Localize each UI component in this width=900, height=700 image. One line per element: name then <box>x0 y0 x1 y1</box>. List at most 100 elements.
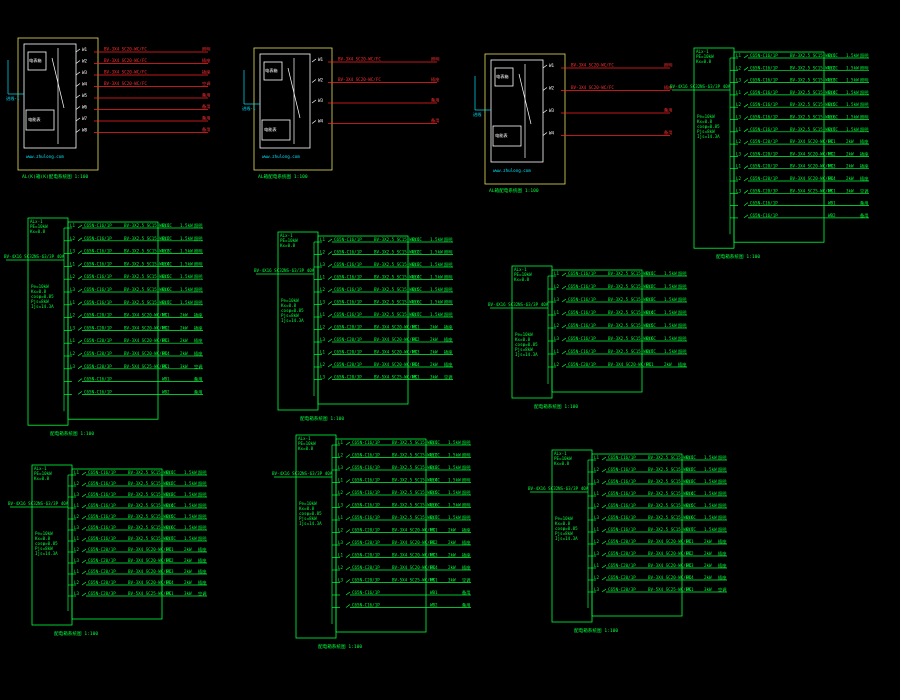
circuit-use: 插座 <box>202 69 210 76</box>
breaker-symbol <box>77 224 83 229</box>
phase-label: L1 <box>554 349 560 354</box>
panel-header-text: Kx=0.8 <box>34 476 50 481</box>
breaker-symbol <box>743 214 749 219</box>
breaker-symbol <box>77 378 83 382</box>
circuit-table-rect <box>67 221 159 420</box>
circuit-tag: W4 <box>82 82 88 87</box>
panel-header-text: PE=10kW <box>514 272 532 277</box>
breaker-model: C65N-C16/1P <box>334 300 362 305</box>
phase-label: L2 <box>338 490 344 495</box>
circuit-id: WL6 <box>162 287 170 292</box>
circuit-id: WL7 <box>646 349 654 354</box>
cable-spec: BV-3X2.5 SC15-WC/CC <box>608 310 656 315</box>
circuit-use: 插座 <box>678 361 686 368</box>
load-value: 1.5kW <box>180 261 193 266</box>
circuit-id: WK1 <box>828 188 836 193</box>
circuit-use: 照明 <box>194 287 202 293</box>
load-value: 3kW <box>448 578 456 583</box>
circuit-id: WL1 <box>166 470 174 475</box>
load-calc-note: Pjs=8kW <box>31 299 49 304</box>
circuit-use: 照明 <box>718 479 726 485</box>
circuit-id: WK1 <box>686 587 694 592</box>
phase-label: L2 <box>594 575 600 580</box>
load-value: 2kW <box>664 362 672 367</box>
circuit-use: 照明 <box>444 275 452 281</box>
circuit-tag: W4 <box>549 131 555 136</box>
phase-label: L3 <box>594 587 600 592</box>
load-calc-note: cosφ=0.85 <box>515 342 538 347</box>
circuit-id: WB2 <box>828 213 836 218</box>
breaker-symbol <box>345 541 351 546</box>
circuit-id: WL2 <box>412 250 420 255</box>
cable-spec: BV-3X4 SC20-WC/FC <box>124 338 167 343</box>
circuit-id: WL5 <box>412 287 420 292</box>
circuit-use: 照明 <box>462 503 470 509</box>
outer-frame-rect <box>253 47 333 171</box>
meter-reading-rect <box>25 109 55 131</box>
main-breaker-label: NS-63/3P 40A <box>38 501 69 506</box>
cable-spec: BV-3X4 SC20-WC/FC <box>128 558 171 563</box>
circuit-id: WB1 <box>828 201 836 206</box>
breaker-symbol <box>81 471 87 476</box>
panel-header-text: PE=10kW <box>30 224 48 229</box>
load-value: 1.5kW <box>430 262 443 267</box>
cable-spec: BV-3X4 SC20-WC/FC <box>338 77 381 82</box>
circuit-use: 照明 <box>462 465 470 471</box>
load-calc-note: cosφ=0.85 <box>35 541 58 546</box>
phase-label: L3 <box>320 300 326 305</box>
cable-spec: BV-3X4 SC20-WC/FC <box>104 70 147 75</box>
phase-label: L1 <box>338 515 344 520</box>
breaker-model: C65N-C16/1P <box>750 90 778 95</box>
circuit-id: WL4 <box>686 491 694 496</box>
circuit-id: WL3 <box>686 479 694 484</box>
breaker-model: C65N-C16/1P <box>608 527 636 532</box>
breaker-symbol <box>75 106 81 110</box>
breaker-model: C65N-C16/1P <box>568 284 596 289</box>
breaker-symbol <box>743 79 749 83</box>
main-breaker-label: NS-63/3P 40A <box>700 84 731 89</box>
circuit-id: WL4 <box>166 503 174 508</box>
phase-label: L1 <box>70 300 76 305</box>
breaker-symbol <box>327 313 333 318</box>
panel-header-text: ALx-1 <box>280 233 293 238</box>
box-label: 电表箱 <box>29 57 42 64</box>
circuit-id: WL2 <box>646 284 654 289</box>
circuit-use: 照明 <box>198 525 206 531</box>
circuit-use: 备用 <box>664 129 672 136</box>
breaker-symbol <box>743 153 749 157</box>
breaker-symbol <box>743 140 749 145</box>
circuit-id: WX3 <box>162 338 170 343</box>
phase-label: L3 <box>74 558 80 563</box>
panel-title: 配电箱系统图 1:100 <box>716 253 760 260</box>
load-value: 3kW <box>846 188 854 193</box>
breaker-model: C65N-C20/1P <box>334 362 362 367</box>
breaker-model: C65N-C16/1P <box>750 78 778 83</box>
breaker-model: C65N-C20/1P <box>750 139 778 144</box>
load-value: 2kW <box>430 350 438 355</box>
breaker-model: C65N-C16/1P <box>334 312 362 317</box>
breaker-symbol <box>77 263 83 267</box>
cable-spec: BV-3X4 SC20-WC/FC <box>571 85 614 90</box>
breaker-model: C65N-C16/1P <box>750 102 778 107</box>
cable-spec: BV-5X4 SC25-WC/FC <box>648 587 691 592</box>
load-value: 1.5kW <box>846 115 859 120</box>
breaker-symbol <box>75 71 81 76</box>
